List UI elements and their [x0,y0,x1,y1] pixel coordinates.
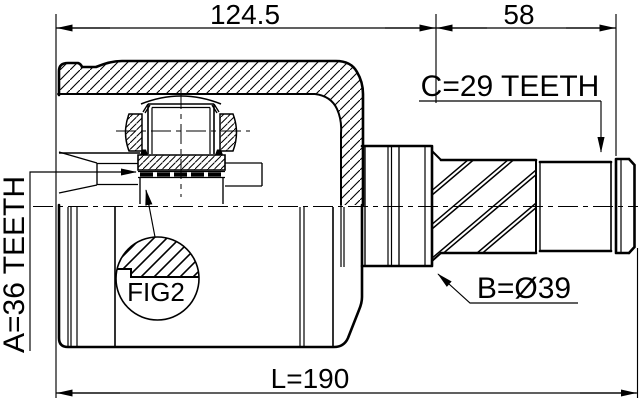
label-b-diameter: B=Ø39 [477,272,571,305]
dim-124-5-text: 124.5 [210,0,280,30]
fig2-circle [115,236,200,321]
shaft-smooth-section [538,160,613,253]
label-a-36-teeth: A=36 TEETH [0,176,31,353]
bore-spline-lines-right [225,162,263,187]
shaft-end-cap [614,157,636,255]
fig2-label: FIG2 [127,277,185,307]
dim-l190-text: L=190 [271,363,350,394]
housing-inner-profile [57,93,343,206]
neck-edge-lines [364,146,400,266]
tripod-bearing [116,89,250,204]
fig2-detail: FIG2 [115,189,200,321]
hub-lower-edges [139,178,224,204]
bore-spline-lines-left [97,162,138,186]
shaft-neck [360,144,434,268]
label-a-leader-arrow [29,168,137,351]
housing-wall-hatch [58,61,363,205]
fig2-step-line [116,268,199,278]
spline-chamfers [431,150,442,262]
bore-lead-in-cone [58,151,98,194]
dim-58-text: 58 [503,0,534,30]
spline-shaft [360,144,636,268]
fig2-leader-arrow [145,189,156,238]
roller-block-left [124,113,143,152]
neck-groove-lines [387,146,426,266]
housing-groove-edges [114,207,334,347]
label-b-leader-arrow [437,273,578,304]
roller-block-right [219,113,238,152]
retainer-lips [142,103,220,114]
extension-lines [55,14,639,398]
spline-teeth-hatch [433,152,536,261]
label-c-29-teeth: C=29 TEETH [421,70,600,103]
housing-ridge-lines [67,207,345,346]
housing-lower-outline [57,203,364,349]
spline-edges [439,158,538,255]
housing-outer-profile [57,59,365,207]
housing-section [57,59,365,349]
